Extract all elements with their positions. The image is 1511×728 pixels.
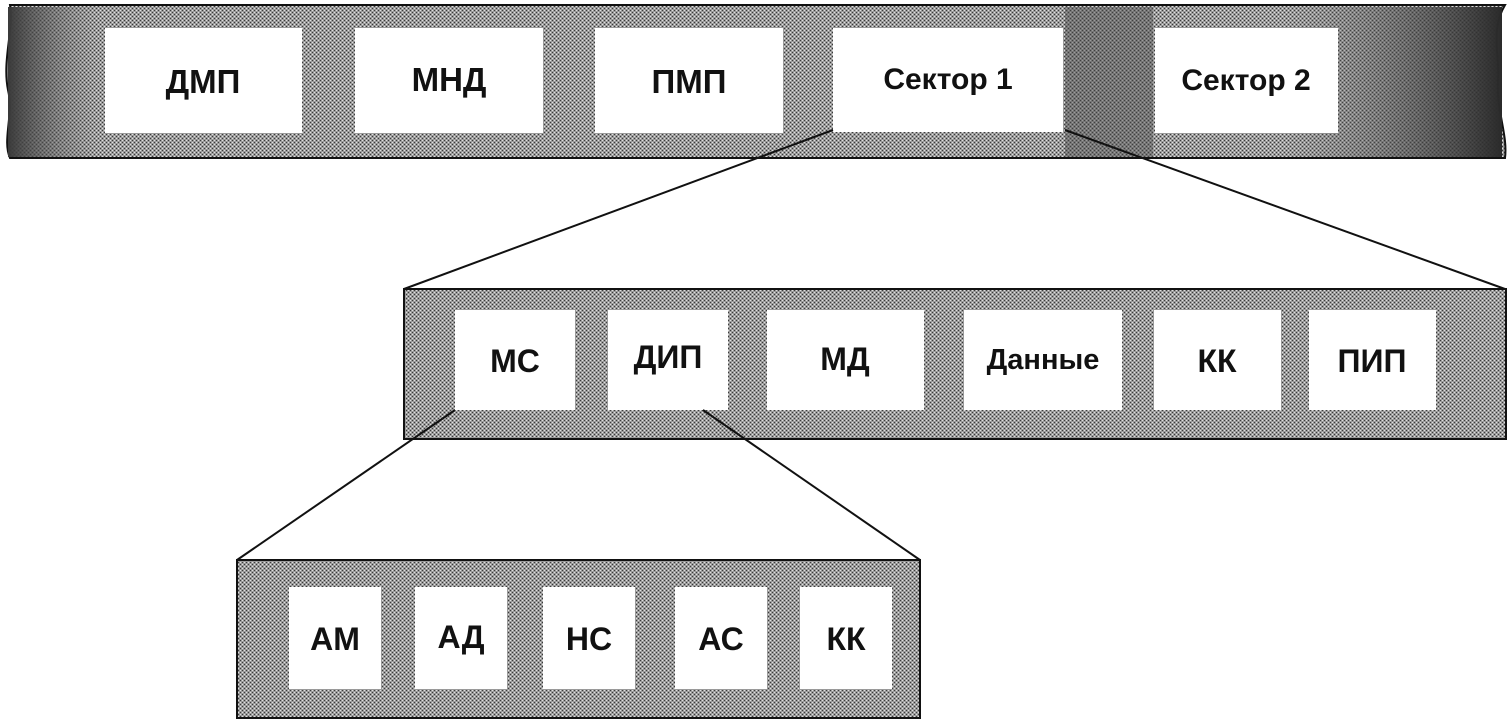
track-field-dmp: ДМП (105, 28, 302, 133)
sector-field-label: Данные (987, 344, 1100, 376)
id-field-label: КК (826, 621, 866, 657)
id-field-label: НС (566, 621, 612, 657)
sector-field-dip: ДИП (608, 310, 728, 410)
sector-field-ms: МС (455, 310, 575, 410)
sector-field-pip: ПИП (1309, 310, 1436, 410)
track-field-label: ДМП (166, 63, 241, 100)
sector-field-kk: КК (1154, 310, 1281, 410)
id-field-as: АС (675, 587, 767, 689)
sector-field-label: ПИП (1338, 343, 1407, 379)
sector-field-label: КК (1197, 343, 1237, 379)
sector-field-label: ДИП (634, 339, 703, 375)
track-field-label: ПМП (652, 63, 727, 100)
id-field-ns: НС (543, 587, 635, 689)
track-field-pmp: ПМП (595, 28, 783, 133)
id-field-label: АД (437, 619, 484, 655)
track-field-label: Сектор 2 (1181, 64, 1310, 97)
sector-field-data: Данные (964, 310, 1122, 410)
track-field-sector-1: Сектор 1 (833, 28, 1063, 132)
track-field-sector-2: Сектор 2 (1155, 28, 1338, 133)
sector-field-label: МД (820, 341, 870, 377)
sector-field-label: МС (490, 343, 540, 379)
id-field-am: АМ (289, 587, 381, 689)
id-field-kk: КК (800, 587, 892, 689)
track-band-left-shade (8, 7, 98, 157)
sector-expansion-lines (403, 129, 1506, 290)
id-field-label: АМ (310, 621, 360, 657)
track-field-label: МНД (412, 61, 487, 98)
id-expansion-lines (236, 409, 921, 561)
track-field-label: Сектор 1 (883, 63, 1012, 96)
track-field-mnd: МНД (355, 28, 543, 133)
track-band-dark-gap (1065, 7, 1153, 157)
id-field-label: АС (698, 621, 743, 657)
id-field-ad: АД (415, 587, 507, 689)
sector-field-md: МД (767, 310, 924, 410)
